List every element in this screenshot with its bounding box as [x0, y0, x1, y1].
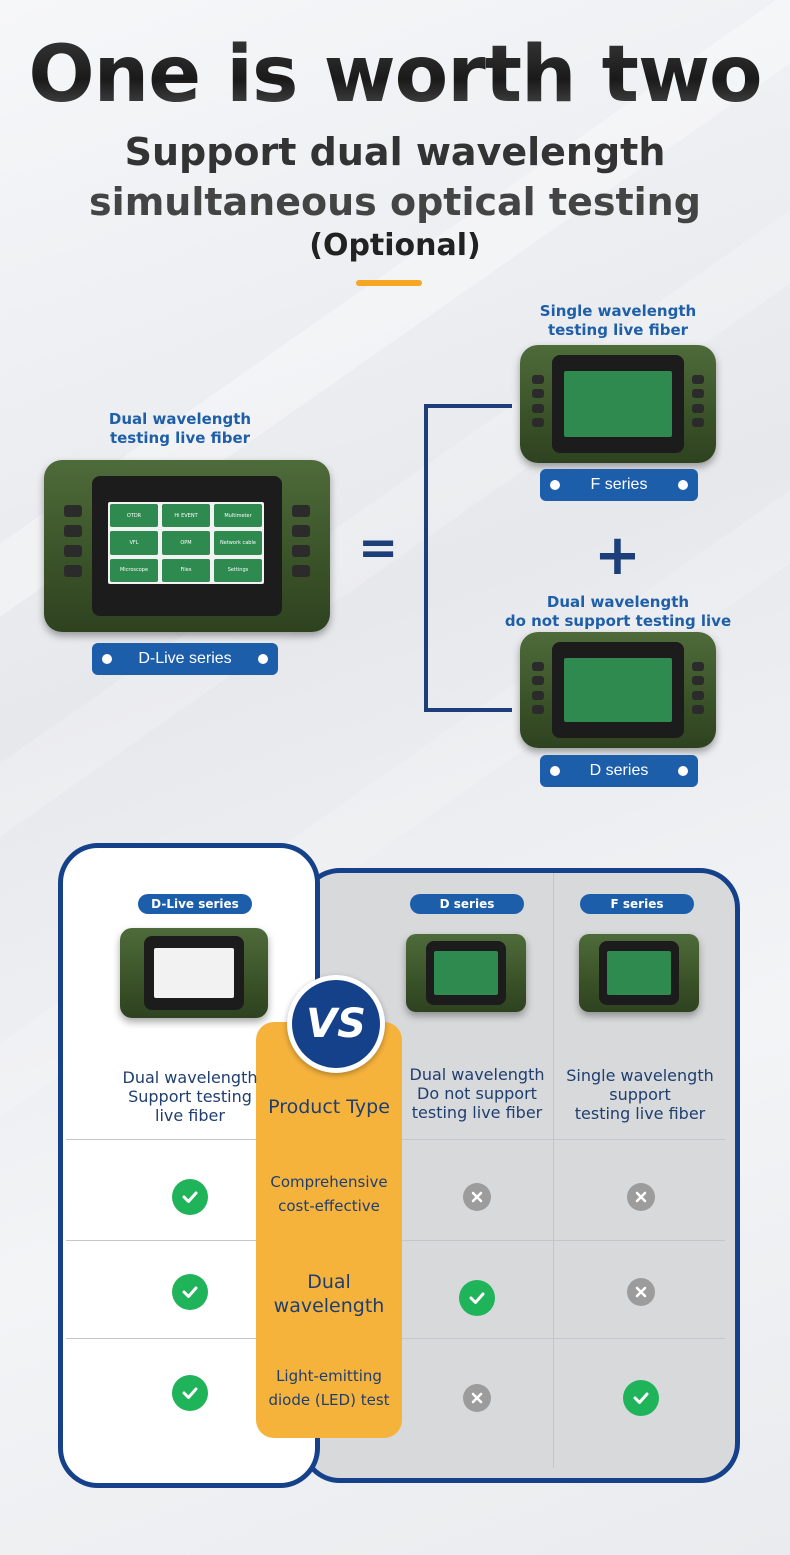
screen-tile: Settings [214, 558, 262, 582]
f-series-pill: F series [540, 469, 698, 501]
dlive-caption-line2: testing live fiber [109, 429, 251, 447]
cross-icon [627, 1183, 655, 1211]
f-thumb-screen [607, 951, 671, 995]
f-series-label: F series [590, 476, 648, 493]
cross-icon [627, 1278, 655, 1306]
f-device-image [520, 345, 716, 463]
cross-icon [463, 1384, 491, 1412]
feature-3-line1: Light-emitting [276, 1367, 382, 1385]
check-icon [459, 1280, 495, 1316]
screen-tile [638, 681, 670, 699]
d-desc-line1: Dual wavelength [409, 1065, 545, 1084]
screen-tile [602, 702, 634, 720]
screen-tile: Microscope [110, 558, 158, 582]
screen-tile: OPM [162, 531, 210, 555]
screen-tile [566, 702, 598, 720]
dlive-series-label: D-Live series [138, 650, 232, 667]
f-caption: Single wavelength testing live fiber [520, 302, 716, 340]
vs-badge: VS [287, 975, 385, 1073]
d-thumb-image [406, 934, 526, 1012]
check-icon [172, 1274, 208, 1310]
screen-tile [566, 395, 598, 413]
plus-sign: + [594, 523, 641, 588]
d-device-image [520, 632, 716, 748]
optional-label: (Optional) [309, 228, 481, 263]
feature-3-line2: diode (LED) test [268, 1391, 390, 1409]
accent-underline [356, 280, 422, 286]
f-desc-line2: support [609, 1085, 671, 1104]
feature-1-line1: Comprehensive [270, 1173, 388, 1191]
dlive-caption-line1: Dual wavelength [108, 410, 252, 428]
page-title: One is worth two [0, 30, 790, 120]
dlive-desc-line1: Dual wavelength [122, 1068, 258, 1087]
dlive-caption: Dual wavelength testing live fiber [80, 410, 280, 448]
screen-tile [566, 417, 598, 435]
subtitle-line1: Support dual wavelength [124, 130, 666, 174]
screen-tile [602, 395, 634, 413]
screen-tile [602, 681, 634, 699]
cross-icon [463, 1183, 491, 1211]
screen-tile [638, 660, 670, 678]
f-desc-line3: testing live fiber [574, 1104, 706, 1123]
screen-tile [638, 395, 670, 413]
feature-row-1: Comprehensive cost-effective [256, 1170, 402, 1218]
dlive-desc-line3: live fiber [155, 1106, 225, 1125]
screen-tile [602, 660, 634, 678]
dlive-thumb-image [120, 928, 268, 1018]
screen-tile [566, 373, 598, 391]
screen-tile: VFL [110, 531, 158, 555]
screen-tile [638, 702, 670, 720]
subtitle-line2: simultaneous optical testing [89, 180, 701, 224]
d-caption-line1: Dual wavelength [546, 593, 690, 611]
feature-row-2: Dual wavelength [256, 1270, 402, 1318]
f-description: Single wavelength support testing live f… [560, 1066, 720, 1123]
f-thumb-image [579, 934, 699, 1012]
screen-tile [566, 681, 598, 699]
feature-2-line2: wavelength [273, 1295, 385, 1317]
d-description: Dual wavelength Do not support testing l… [400, 1065, 554, 1122]
screen-tile [566, 660, 598, 678]
f-screen [564, 371, 672, 437]
dlive-thumb-screen [154, 948, 234, 998]
column-divider [553, 873, 554, 1468]
d-series-pill: D series [540, 755, 698, 787]
col-header-f: F series [580, 894, 694, 914]
screen-tile: OTDR [110, 504, 158, 528]
check-icon [172, 1179, 208, 1215]
f-desc-line1: Single wavelength [566, 1066, 714, 1085]
d-desc-line2: Do not support [417, 1084, 537, 1103]
d-screen [564, 658, 672, 722]
screen-tile [602, 417, 634, 435]
dlive-description: Dual wavelength Support testing live fib… [110, 1068, 270, 1125]
dlive-desc-line2: Support testing [128, 1087, 252, 1106]
screen-tile [602, 373, 634, 391]
d-desc-line3: testing live fiber [411, 1103, 543, 1122]
f-caption-line2: testing live fiber [547, 321, 689, 339]
feature-2-line1: Dual [307, 1271, 351, 1293]
check-icon [623, 1380, 659, 1416]
col-header-dlive: D-Live series [138, 894, 252, 914]
feature-column-highlight [256, 1022, 402, 1438]
bracket-connector [424, 404, 512, 712]
screen-tile: Hi EVENT [162, 504, 210, 528]
product-type-label: Product Type [268, 1096, 390, 1118]
equals-sign: = [358, 520, 399, 576]
dlive-series-pill: D-Live series [92, 643, 278, 675]
feature-row-3: Light-emitting diode (LED) test [256, 1364, 402, 1412]
f-caption-line1: Single wavelength [539, 302, 697, 320]
screen-tile [638, 373, 670, 391]
screen-tile: Multimeter [214, 504, 262, 528]
screen-tile [638, 417, 670, 435]
feature-1-line2: cost-effective [278, 1197, 380, 1215]
screen-tile: Files [162, 558, 210, 582]
screen-tile: Network cable [214, 531, 262, 555]
d-series-label: D series [589, 762, 649, 779]
check-icon [172, 1375, 208, 1411]
col-header-d: D series [410, 894, 524, 914]
d-thumb-screen [434, 951, 498, 995]
